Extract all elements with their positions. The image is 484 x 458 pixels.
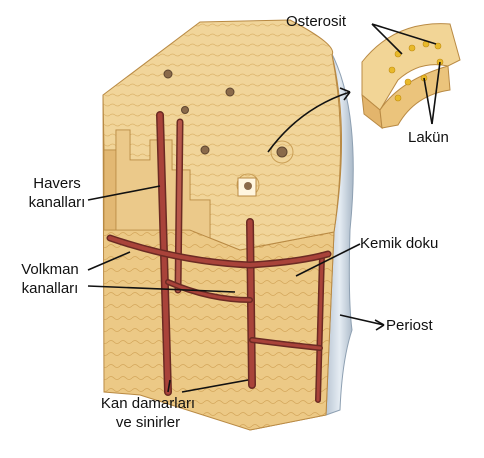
label-kemik-doku: Kemik doku (360, 234, 438, 253)
osteocyte-inset (362, 24, 460, 128)
label-kan-line2: ve sinirler (88, 413, 208, 432)
label-havers-line1: Havers (26, 174, 88, 193)
label-osteosit: Osterosit (286, 12, 346, 31)
label-periost: Periost (386, 316, 433, 335)
label-volkman: Volkman kanalları (12, 260, 88, 298)
label-havers-line2: kanalları (26, 193, 88, 212)
label-volkman-line1: Volkman (12, 260, 88, 279)
label-lakun: Lakün (408, 128, 449, 147)
label-havers: Havers kanalları (26, 174, 88, 212)
label-volkman-line2: kanalları (12, 279, 88, 298)
label-kan-damarlari: Kan damarları ve sinirler (88, 394, 208, 432)
label-kan-line1: Kan damarları (88, 394, 208, 413)
